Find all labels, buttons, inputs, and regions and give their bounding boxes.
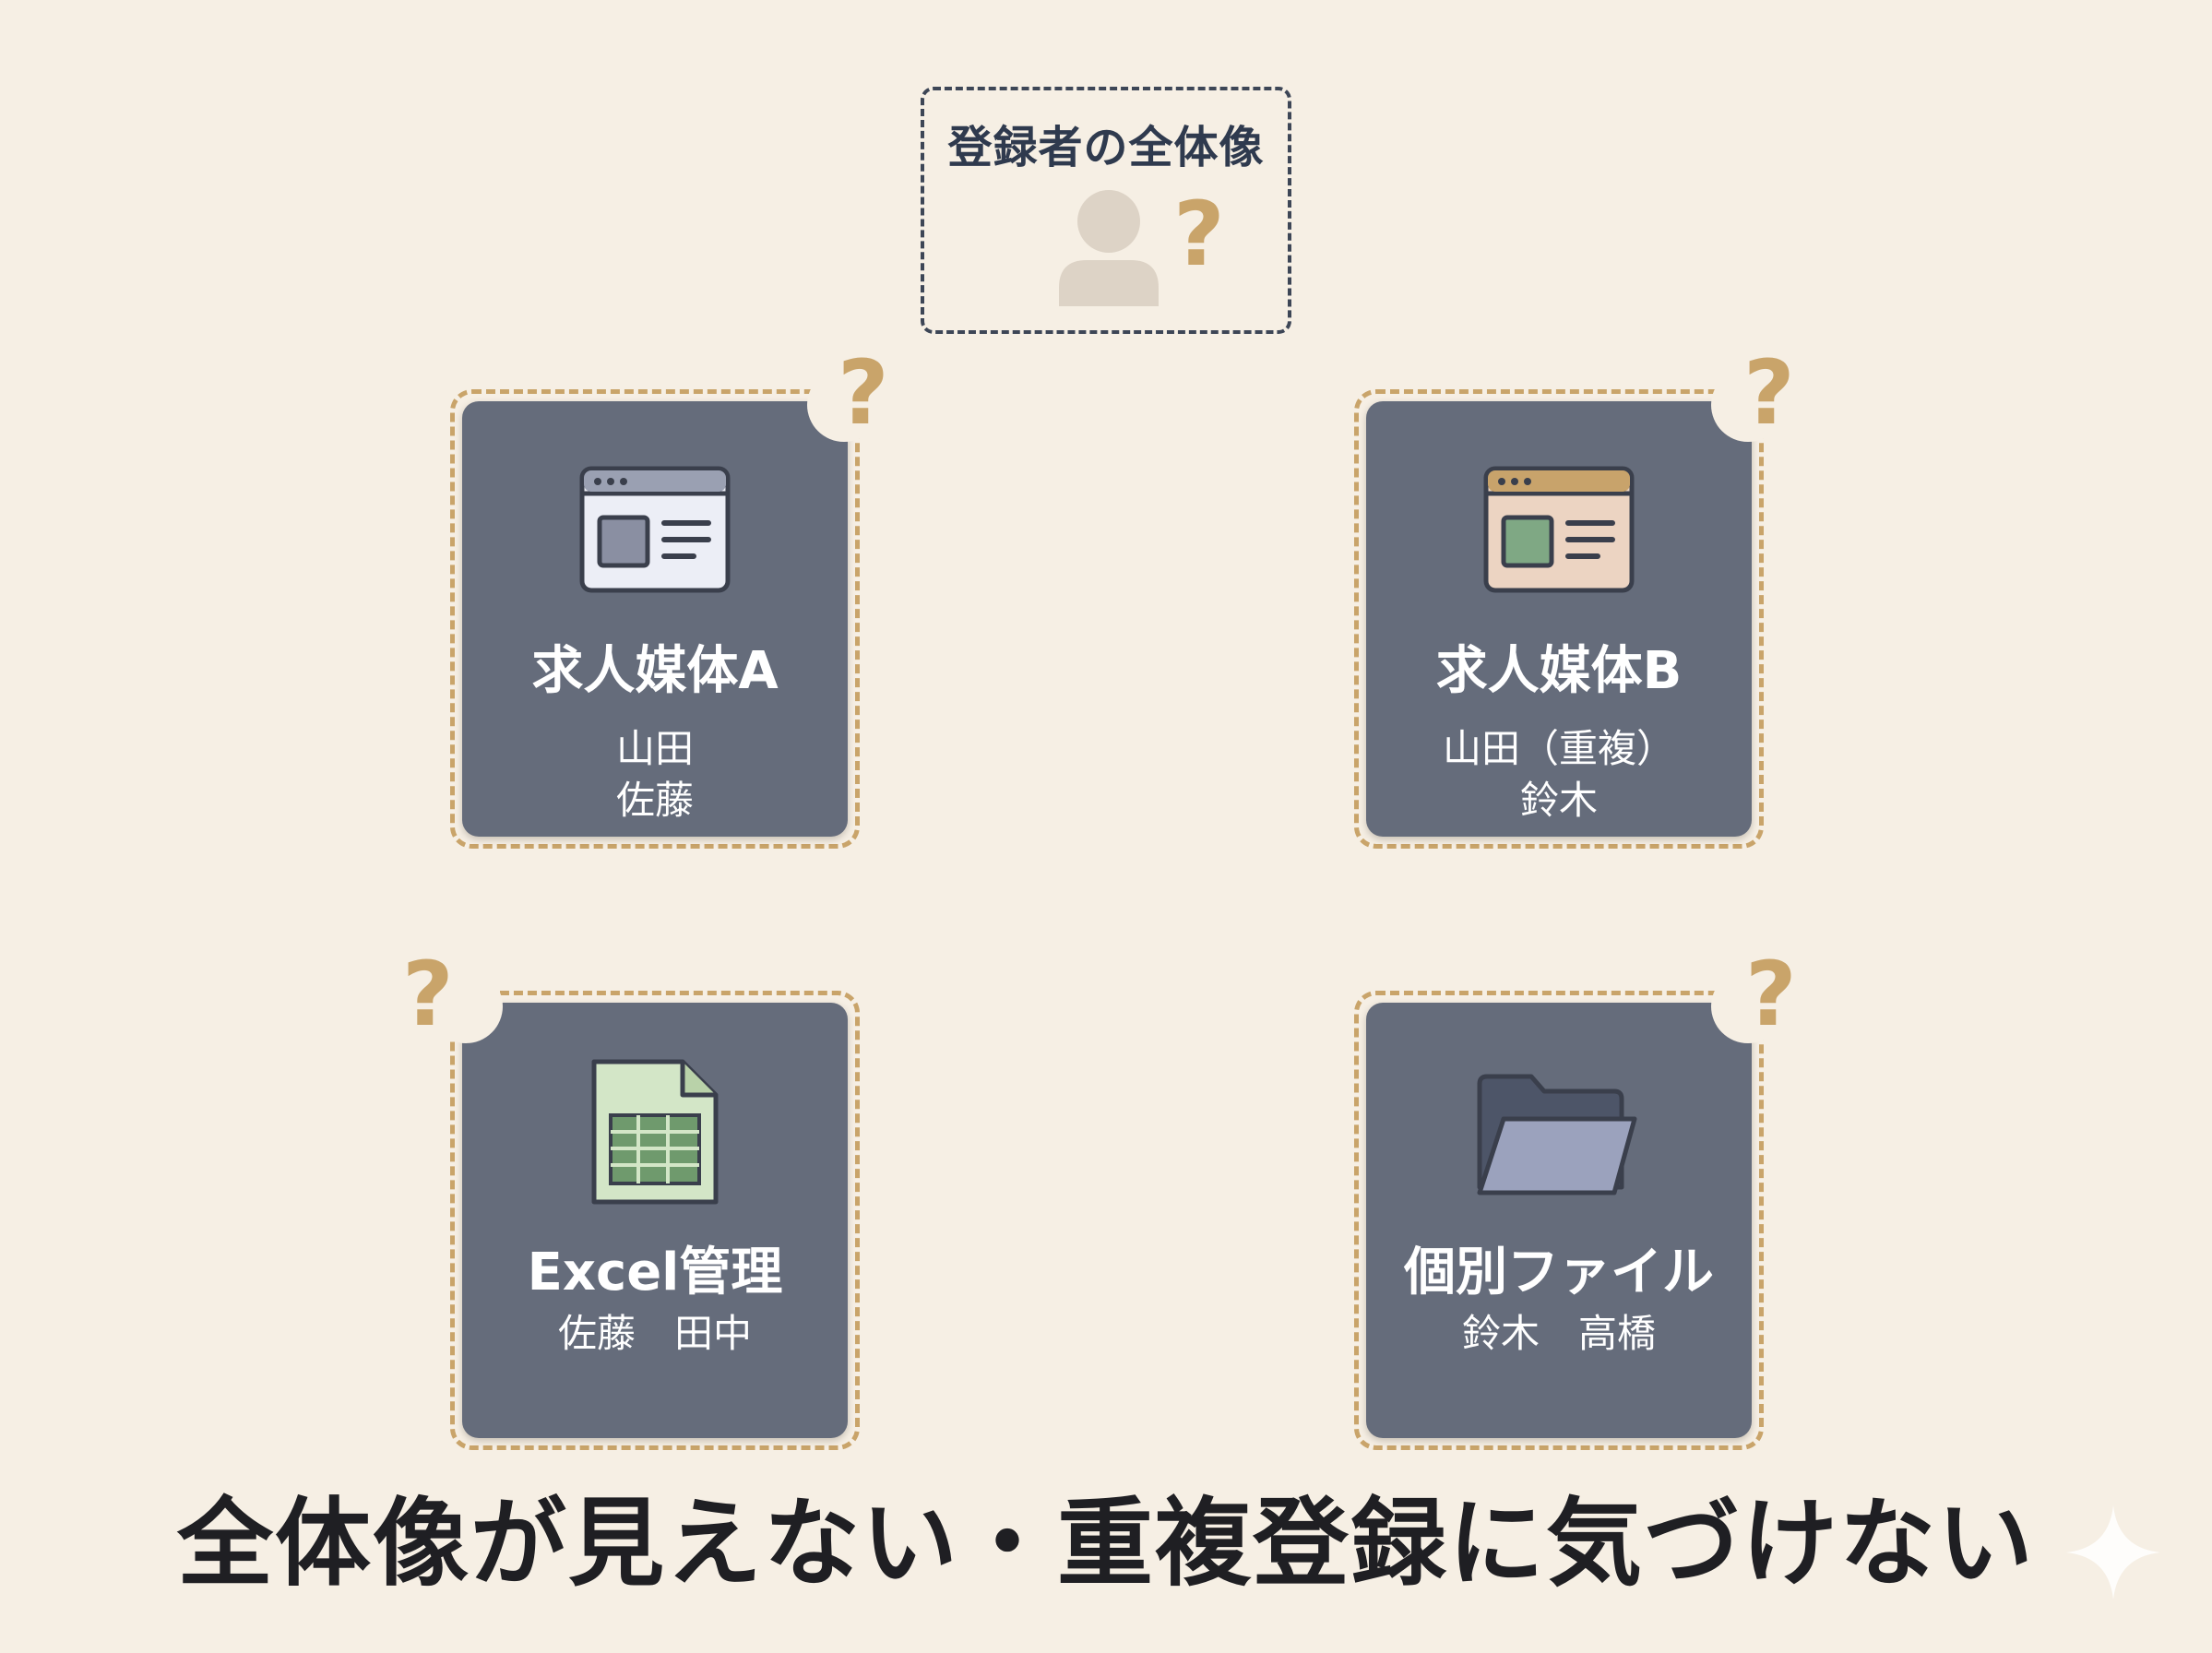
question-mark-icon: ? (1745, 943, 1797, 1046)
card-title: 求人媒体B (1435, 641, 1683, 701)
headline: 全体像が見えない・重複登録に気づけない (176, 1487, 2035, 1599)
source-card-b: 求人媒体B 山田（重複） 鈴木 (1354, 368, 1785, 849)
source-card-excel: Excel管理 佐藤 田中 (429, 969, 860, 1450)
card-entry: 佐藤 田中 (557, 1311, 752, 1356)
card-body: Excel管理 佐藤 田中 (462, 1003, 848, 1438)
overview-question-mark: ? (1173, 183, 1225, 286)
question-mark-icon: ? (838, 341, 889, 445)
sparkle-icon (2066, 1505, 2160, 1599)
card-body: 求人媒体A 山田 佐藤 (462, 401, 848, 837)
card-title: Excel管理 (527, 1243, 783, 1302)
card-body: 個別ファイル 鈴木 高橋 (1366, 1003, 1752, 1438)
question-mark-icon: ? (402, 943, 454, 1046)
card-entry: 鈴木 高橋 (1461, 1311, 1656, 1356)
spreadsheet-icon (591, 1059, 719, 1205)
corner-notch (807, 368, 881, 442)
card-entry: 山田（重複） (1442, 726, 1675, 771)
question-mark-icon: ? (1743, 341, 1795, 445)
browser-window-icon (1483, 466, 1635, 593)
person-icon (1059, 190, 1159, 306)
corner-notch (1711, 368, 1785, 442)
corner-notch (429, 969, 503, 1043)
card-entry: 佐藤 (615, 778, 694, 823)
overview-title: 登録者の全体像 (947, 122, 1265, 173)
card-title: 個別ファイル (1404, 1243, 1714, 1302)
source-card-a: 求人媒体A 山田 佐藤 (450, 368, 881, 849)
source-card-files: 個別ファイル 鈴木 高橋 (1354, 969, 1785, 1450)
folder-icon (1477, 1074, 1637, 1195)
card-title: 求人媒体A (531, 641, 779, 701)
card-entry: 鈴木 (1519, 778, 1598, 823)
corner-notch (1711, 969, 1785, 1043)
card-body: 求人媒体B 山田（重複） 鈴木 (1366, 401, 1752, 837)
browser-window-icon (579, 466, 731, 593)
overview-box: 登録者の全体像 ? (921, 87, 1291, 334)
card-entry: 山田 (615, 726, 694, 771)
